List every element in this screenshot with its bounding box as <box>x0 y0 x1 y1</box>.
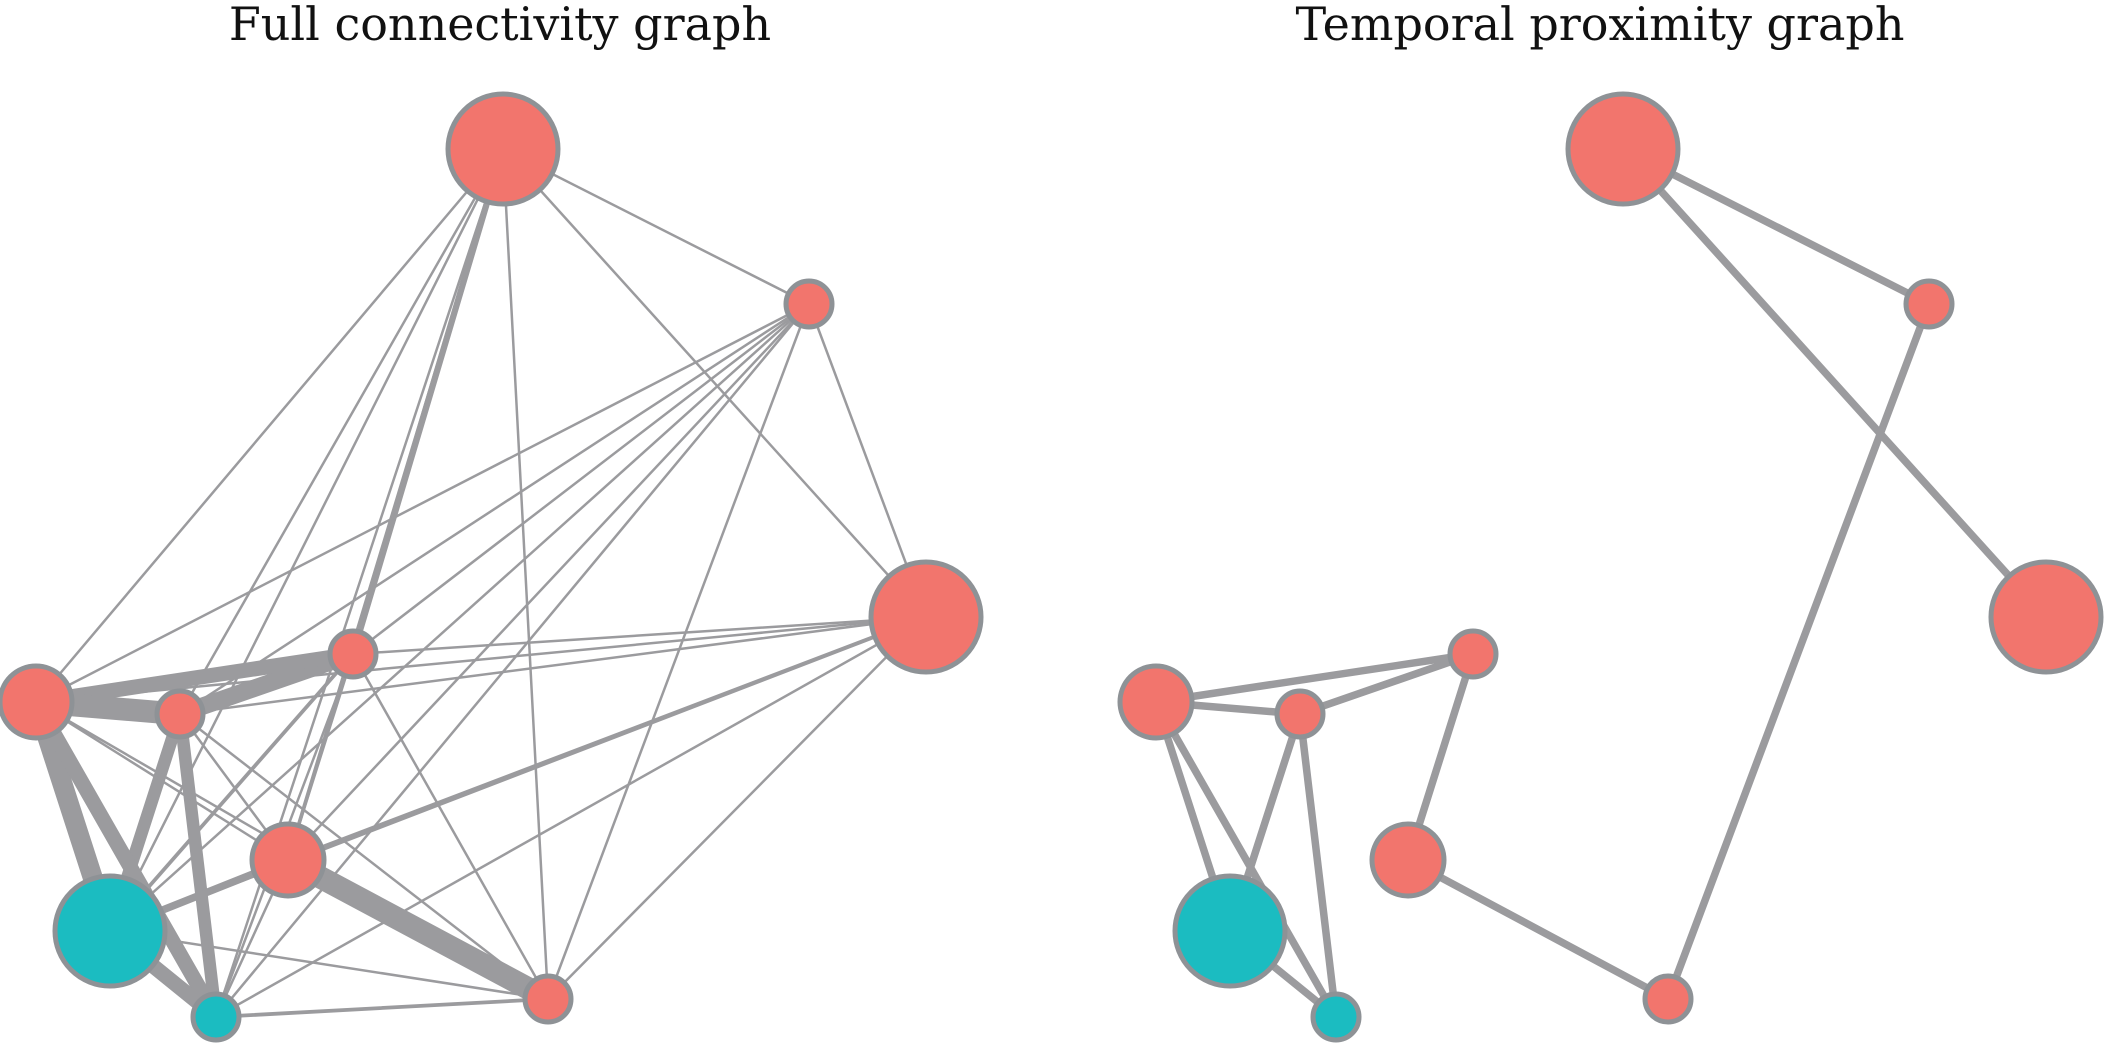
node-n2 <box>783 278 835 330</box>
node-n7 <box>1369 821 1447 899</box>
edge-n1-n5 <box>178 147 505 716</box>
node-n5 <box>154 688 206 740</box>
full-connectivity-panel: Full connectivity graph <box>0 0 984 1043</box>
edge-n1-n3 <box>1619 145 2050 621</box>
edge-n3-n10 <box>546 615 928 1001</box>
panel-title-full-connectivity: Full connectivity graph <box>229 0 771 51</box>
node-n1 <box>445 91 561 207</box>
edge-n4-n6 <box>1152 650 1477 706</box>
edge-n5-n9 <box>1296 710 1340 1021</box>
node-n3 <box>868 559 984 675</box>
node-n5 <box>1274 688 1326 740</box>
edge-n6-n9 <box>28 694 224 1025</box>
edge-n6-n9 <box>1152 698 1340 1021</box>
node-n3 <box>1988 559 2104 675</box>
edge-n1-n10 <box>501 147 550 1001</box>
node-layer <box>0 91 984 1043</box>
edge-n2-n6 <box>34 302 811 704</box>
node-n2 <box>1903 278 1955 330</box>
edge-n2-n8 <box>108 302 811 933</box>
edge-layer <box>1152 145 2050 1021</box>
edge-n7-n10 <box>1404 856 1672 1003</box>
edge-n5-n10 <box>178 712 550 1001</box>
edge-n1-n7 <box>286 147 505 862</box>
edge-layer <box>24 145 928 1025</box>
node-layer <box>1117 91 2104 1043</box>
edge-n1-n8 <box>108 147 505 933</box>
edge-n3-n5 <box>178 615 928 716</box>
edge-n5-n9 <box>173 707 223 1024</box>
node-n1 <box>1565 91 1681 207</box>
node-n9 <box>1310 991 1362 1043</box>
edge-n4-n6 <box>28 646 361 710</box>
edge-n2-n10 <box>1664 300 1933 1003</box>
edge-n4-n5 <box>1296 650 1477 718</box>
edge-n1-n3 <box>501 147 928 619</box>
edge-n6-n7 <box>34 700 290 862</box>
node-n6 <box>1117 663 1195 741</box>
edge-n3-n9 <box>214 615 928 1019</box>
edge-n2-n10 <box>546 302 811 1001</box>
node-n10 <box>1642 973 1694 1025</box>
node-n10 <box>522 973 574 1025</box>
edge-n2-n7 <box>286 302 811 862</box>
edge-n8-n10 <box>108 929 550 1001</box>
node-n6 <box>0 663 75 741</box>
edge-n3-n4 <box>351 615 928 656</box>
edge-n7-n10 <box>276 848 560 1011</box>
edge-n4-n10 <box>351 652 550 1001</box>
node-n4 <box>1447 628 1499 680</box>
node-n8 <box>52 873 168 989</box>
edge-n2-n4 <box>351 302 811 656</box>
edge-n2-n9 <box>214 302 811 1019</box>
temporal-proximity-panel: Temporal proximity graph <box>1117 0 2104 1043</box>
edge-n1-n6 <box>34 147 505 704</box>
edge-n2-n5 <box>178 302 811 716</box>
node-n8 <box>1172 873 1288 989</box>
edge-n3-n6 <box>34 615 928 704</box>
edge-n9-n10 <box>214 997 550 1019</box>
panel-title-temporal-proximity: Temporal proximity graph <box>1296 0 1905 51</box>
edge-n4-n8 <box>108 652 355 933</box>
node-n9 <box>190 991 242 1043</box>
node-n7 <box>249 821 327 899</box>
node-n4 <box>327 628 379 680</box>
